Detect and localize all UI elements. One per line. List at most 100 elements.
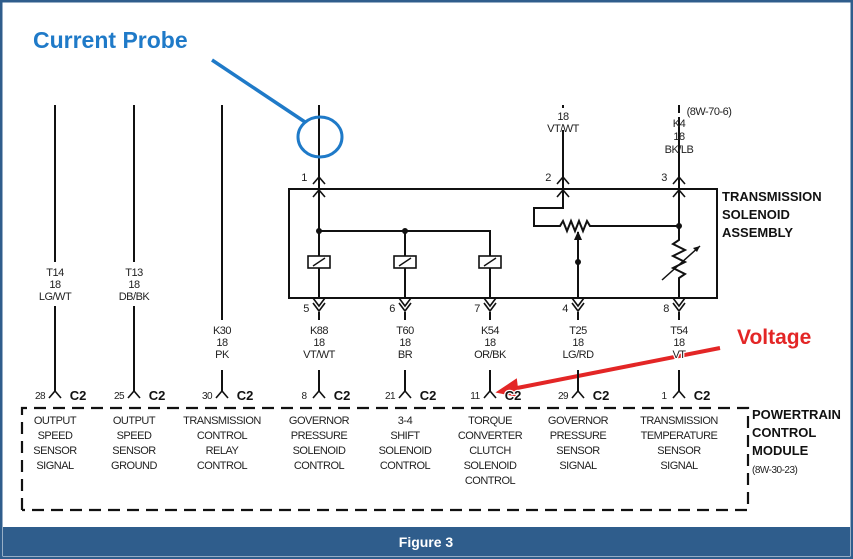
wire-label: 18: [557, 111, 569, 123]
wire-label: 18: [49, 279, 61, 291]
solenoids: [307, 255, 502, 269]
wire-label: 18: [216, 337, 228, 349]
circuit-function-label: SOLENOID: [464, 460, 517, 472]
pcm-pin-number: 8: [301, 391, 307, 402]
wire-label: PK: [215, 349, 230, 361]
current-probe-label: Current Probe: [33, 27, 188, 53]
wire-label: 18: [673, 131, 685, 143]
wire-label: BR: [398, 349, 413, 361]
wire-label: VT/WT: [547, 123, 579, 135]
junction-dot: [402, 228, 408, 234]
wire-label: 18: [399, 337, 411, 349]
wire-label: BK/LB: [665, 144, 694, 156]
connector-label: C2: [505, 388, 522, 403]
pcm-box: [20, 406, 750, 512]
circuit-function-label: OUTPUT: [34, 415, 77, 427]
circuit-function-label: PRESSURE: [291, 430, 348, 442]
wire-label: DB/BK: [119, 291, 151, 303]
connector-label: C2: [334, 388, 351, 403]
wire-label: K4: [673, 118, 686, 130]
pcm-page-reference: (8W-30-23): [752, 465, 798, 476]
connector-label: C2: [420, 388, 437, 403]
circuit-function-label: 3-4: [398, 415, 413, 427]
assembly-top-pin-1: 1: [301, 105, 326, 198]
circuit-function-label: OUTPUT: [113, 415, 156, 427]
current-probe-pointer: [211, 58, 306, 124]
pcm-pin-number: 28: [35, 391, 46, 402]
wire-label: OR/BK: [474, 349, 507, 361]
circuit-function-label: GOVERNOR: [548, 415, 609, 427]
pcm-pin-number: 25: [114, 391, 125, 402]
assembly-pin-number: 6: [389, 303, 395, 315]
circuit-function-label: SENSOR: [556, 445, 600, 457]
wire-label: 18: [313, 337, 325, 349]
connector-label: C2: [694, 388, 711, 403]
junction-dot: [316, 228, 322, 234]
circuit-function-label: SOLENOID: [293, 445, 346, 457]
assembly-title-line: ASSEMBLY: [722, 225, 793, 240]
circuit-function-label: TORQUE: [468, 415, 512, 427]
sensor-wiring: [533, 195, 688, 298]
voltage-label: Voltage: [737, 326, 811, 349]
circuit-function-label: SIGNAL: [660, 460, 698, 472]
pcm-pin-number: 29: [558, 391, 569, 402]
wire-label: T13: [125, 267, 143, 279]
circuit-function-label: SIGNAL: [559, 460, 597, 472]
assembly-title-line: SOLENOID: [722, 207, 790, 222]
assembly-pin-number: 8: [663, 303, 669, 315]
pin-number: 1: [301, 172, 307, 184]
wire-label: VT/WT: [303, 349, 335, 361]
connector-label: C2: [593, 388, 610, 403]
wire-label: K30: [213, 325, 231, 337]
caption-bar: [3, 527, 850, 556]
circuit-function-label: CONTROL: [380, 460, 431, 472]
circuit-function-label: CONTROL: [197, 460, 248, 472]
wire-label: K88: [310, 325, 328, 337]
wire-label: LG/WT: [39, 291, 72, 303]
assembly-pin-number: 7: [474, 303, 480, 315]
circuit-function-label: TRANSMISSION: [640, 415, 718, 427]
circuit-function-label: SENSOR: [33, 445, 77, 457]
wire-label: K54: [481, 325, 499, 337]
connector-label: C2: [70, 388, 87, 403]
circuit-function-label: RELAY: [206, 445, 240, 457]
wire-label: T54: [670, 325, 688, 337]
pcm-title: POWERTRAIN CONTROL MODULE (8W-30-23): [752, 407, 841, 476]
pcm-pin-number: 30: [202, 391, 213, 402]
wire-label: 18: [673, 337, 685, 349]
voltage-arrow: [511, 346, 721, 391]
wire-label: 18: [128, 279, 140, 291]
pcm-title-line: CONTROL: [752, 425, 816, 440]
pin-number: 2: [545, 172, 551, 184]
assembly-pin-number: 5: [303, 303, 309, 315]
circuit-function-label: GOVERNOR: [289, 415, 350, 427]
pcm-pin-number: 11: [470, 391, 480, 402]
circuit-function-label: SENSOR: [112, 445, 156, 457]
circuit-function-label: SPEED: [117, 430, 152, 442]
figure-caption: Figure 3: [399, 534, 454, 550]
connector-label: C2: [149, 388, 166, 403]
circuit-function-label: TRANSMISSION: [183, 415, 261, 427]
internal-wiring: [318, 195, 491, 298]
circuit-function-label: SPEED: [38, 430, 73, 442]
circuit-function-label: CONTROL: [465, 475, 516, 487]
pcm-pin-number: 21: [385, 391, 396, 402]
pcm-title-line: MODULE: [752, 443, 809, 458]
wire-label: LG/RD: [562, 349, 594, 361]
page-reference: (8W-70-6): [687, 106, 732, 118]
circuit-function-label: SIGNAL: [36, 460, 74, 472]
pin-number: 3: [661, 172, 667, 184]
pcm-title-line: POWERTRAIN: [752, 407, 841, 422]
